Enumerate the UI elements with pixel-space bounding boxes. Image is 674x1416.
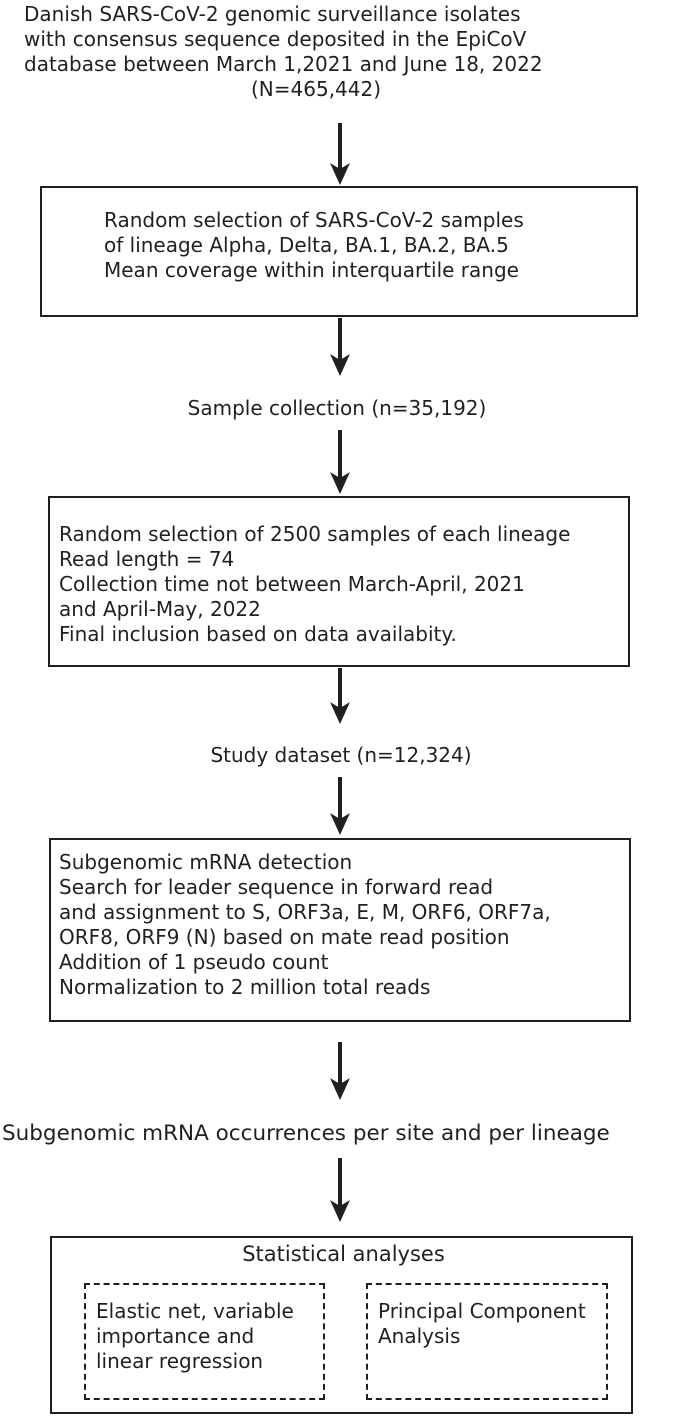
pca-box: Principal Component Analysis bbox=[366, 1283, 608, 1400]
box-line: Random selection of 2500 samples of each… bbox=[59, 522, 571, 546]
box-line: and April-May, 2022 bbox=[59, 597, 261, 621]
arrow-down-icon bbox=[330, 318, 350, 376]
box-line: Normalization to 2 million total reads bbox=[59, 975, 431, 999]
box-line: Principal Component bbox=[378, 1299, 586, 1323]
filter-box-text: Random selection of 2500 samples of each… bbox=[59, 522, 570, 647]
statistical-analyses-box: Statistical analyses Elastic net, variab… bbox=[50, 1236, 633, 1414]
detection-box-text: Subgenomic mRNA detection Search for lea… bbox=[59, 850, 551, 1000]
box-line: Analysis bbox=[378, 1324, 461, 1348]
box-line: Mean coverage within interquartile range bbox=[104, 258, 519, 282]
box-line: importance and bbox=[96, 1324, 255, 1348]
arrow-down-icon bbox=[330, 123, 350, 185]
selection-box-text: Random selection of SARS-CoV-2 samples o… bbox=[104, 208, 524, 283]
box-line: Search for leader sequence in forward re… bbox=[59, 875, 494, 899]
box-line: Random selection of SARS-CoV-2 samples bbox=[104, 208, 524, 232]
study-dataset-step: Study dataset (n=12,324) bbox=[210, 743, 472, 767]
header-line: Danish SARS-CoV-2 genomic surveillance i… bbox=[24, 2, 521, 26]
detection-box: Subgenomic mRNA detection Search for lea… bbox=[49, 838, 631, 1022]
box-line: ORF8, ORF9 (N) based on mate read positi… bbox=[59, 925, 510, 949]
elastic-net-box: Elastic net, variable importance and lin… bbox=[84, 1283, 325, 1400]
box-line: and assignment to S, ORF3a, E, M, ORF6, … bbox=[59, 900, 551, 924]
sample-collection-step: Sample collection (n=35,192) bbox=[187, 396, 487, 420]
box-line: linear regression bbox=[96, 1349, 264, 1373]
pca-text: Principal Component Analysis bbox=[378, 1299, 586, 1349]
box-line: Subgenomic mRNA detection bbox=[59, 850, 353, 874]
occurrences-step: Subgenomic mRNA occurrences per site and… bbox=[2, 1121, 610, 1146]
header-line: with consensus sequence deposited in the… bbox=[24, 27, 527, 51]
arrow-down-icon bbox=[330, 668, 350, 724]
arrow-down-icon bbox=[330, 777, 350, 835]
box-line: Final inclusion based on data availabity… bbox=[59, 622, 457, 646]
box-line: Addition of 1 pseudo count bbox=[59, 950, 329, 974]
box-line: Read length = 74 bbox=[59, 547, 235, 571]
arrow-down-icon bbox=[330, 1042, 350, 1100]
header-line: database between March 1,2021 and June 1… bbox=[24, 52, 543, 76]
box-line: Elastic net, variable bbox=[96, 1299, 294, 1323]
header-text: Danish SARS-CoV-2 genomic surveillance i… bbox=[24, 2, 543, 102]
selection-box: Random selection of SARS-CoV-2 samples o… bbox=[40, 186, 638, 317]
arrow-down-icon bbox=[330, 430, 350, 494]
filter-box: Random selection of 2500 samples of each… bbox=[48, 496, 630, 667]
statistical-analyses-title: Statistical analyses bbox=[242, 1242, 445, 1266]
arrow-down-icon bbox=[330, 1158, 350, 1222]
box-line: of lineage Alpha, Delta, BA.1, BA.2, BA.… bbox=[104, 233, 509, 257]
box-line: Collection time not between March-April,… bbox=[59, 572, 525, 596]
elastic-net-text: Elastic net, variable importance and lin… bbox=[96, 1299, 294, 1374]
header-count: (N=465,442) bbox=[251, 77, 382, 101]
